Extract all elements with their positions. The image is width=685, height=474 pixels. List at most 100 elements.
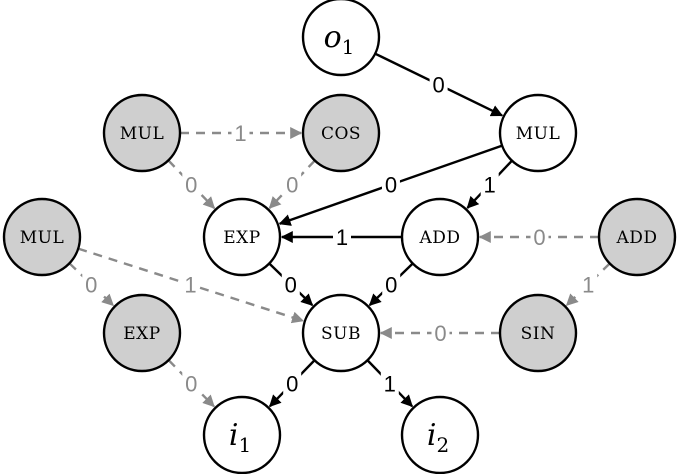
edge-label: 0 [85,272,97,297]
node-cos: COS [301,93,381,173]
edge-label: 0 [185,371,197,396]
node-label: SIN [521,324,556,344]
node-label-main: o [324,20,342,55]
edge-label: 0 [185,172,197,197]
node-label: o1 [324,20,355,59]
node-label: EXP [123,324,160,344]
edge-label-background [281,271,300,298]
edge-label: 0 [432,73,444,98]
node-circle [597,197,677,277]
edge-sub-to-i1: 0 [268,359,316,408]
edge-add_w-to-exp_w: 1 [280,224,402,250]
edge-o1-to-mul_top: 0 [374,52,504,117]
node-label-subscript: 1 [238,433,251,457]
edge-add_w-to-sub: 0 [368,262,414,307]
edge-mul_g1-to-exp_w: 0 [167,159,216,210]
edge-label: 1 [336,225,348,250]
edge-label-background [231,120,250,146]
node-label: MUL [516,124,561,144]
edge-exp_w-to-sub: 0 [268,262,314,307]
edge-label: 1 [234,121,246,146]
node-circle [400,197,480,277]
node-label: EXP [223,228,260,248]
edge-label: 0 [385,173,397,198]
node-circle [202,197,282,277]
edge-add_g-to-sin: 1 [565,262,611,307]
edge-label: 1 [384,371,396,396]
edge-label-background [381,171,400,198]
node-o1: o1 [301,0,381,77]
node-circle [498,293,578,373]
node-circle [102,293,182,373]
node-circle [498,93,578,173]
node-sub: SUB [301,293,381,373]
edge-mul_top-to-exp_w: 0 [278,144,503,226]
node-add_g: ADD [597,197,677,277]
edge-label: 0 [434,321,446,346]
node-i1: i1 [202,395,282,474]
edge-sub-to-i2: 1 [366,359,414,408]
node-label: i2 [427,418,449,457]
edge-label-background [283,171,302,198]
node-label: SUB [321,324,361,344]
edge-label: 0 [385,272,397,297]
edge-label-background [480,171,499,198]
edge-label-background [333,224,351,250]
node-circle [102,93,182,173]
edge-label-background [283,370,302,397]
node-label: COS [321,124,361,144]
edge-label-background [429,71,448,98]
node-label-subscript: 1 [342,35,355,59]
edges-layer: 0 1 0 0 0 1 1 0 1 0 1 0 0 0 0 0 1 [68,52,611,408]
node-label-main: i [229,418,239,453]
edge-label-background [530,224,549,250]
node-label: MUL [120,124,165,144]
edge-line [68,262,115,307]
node-circle [301,0,381,77]
edge-label: 1 [484,172,496,197]
edge-line [565,262,611,307]
node-label: ADD [615,228,657,248]
node-mul_top: MUL [498,93,578,173]
node-circle [400,395,480,474]
edge-mul_g2-to-sub: 1 [77,247,305,324]
node-mul_g2: MUL [2,197,82,277]
edge-add_g-to-add_w: 0 [478,224,599,250]
node-circle [2,197,82,277]
node-label-main: i [427,418,437,453]
node-mul_g1: MUL [102,93,182,173]
edge-label: 0 [533,225,545,250]
node-circle [202,395,282,474]
edge-label: 1 [582,272,594,297]
node-circle [301,93,381,173]
edge-label: 1 [184,273,196,298]
edge-label-background [181,271,200,298]
edge-cos-to-exp_w: 0 [268,159,316,209]
node-label-subscript: 2 [436,433,449,457]
node-label: i1 [229,418,251,457]
node-exp_g: EXP [102,293,182,373]
node-sin: SIN [498,293,578,373]
node-i2: i2 [400,395,480,474]
node-label: ADD [418,228,460,248]
node-exp_w: EXP [202,197,282,277]
node-circle [301,293,381,373]
edge-exp_g-to-i1: 0 [167,359,215,408]
edge-mul_top-to-add_w: 1 [466,159,513,209]
edge-mul_g2-to-exp_g: 0 [68,262,115,307]
edge-label: 0 [286,172,298,197]
node-label: MUL [20,228,65,248]
edge-label-background [382,271,401,298]
edge-mul_g1-to-cos: 1 [180,120,303,146]
edge-sin-to-sub: 0 [379,320,500,346]
edge-label-background [579,271,598,298]
edge-label: 0 [285,272,297,297]
edge-label-background [82,271,101,298]
edge-label-background [380,370,399,397]
edge-label-background [182,171,201,198]
node-add_w: ADD [400,197,480,277]
edge-label-background [182,370,201,397]
edge-label: 0 [286,371,298,396]
